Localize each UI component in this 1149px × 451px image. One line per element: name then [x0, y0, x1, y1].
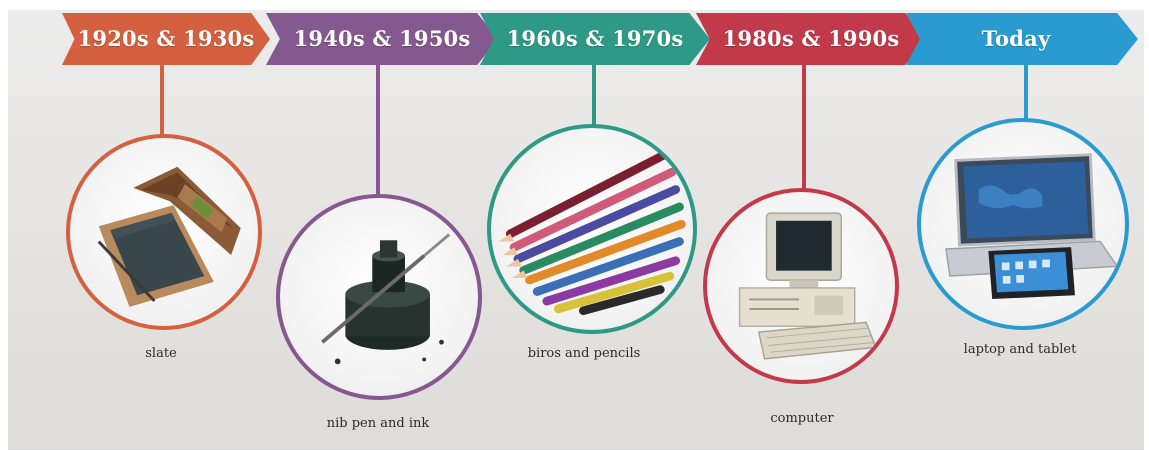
pencils-circle — [487, 124, 697, 334]
era-caption: nib pen and ink — [326, 416, 430, 431]
connector-line — [376, 62, 380, 196]
era-banner-today: Today — [906, 13, 1138, 65]
connector-line — [802, 62, 806, 192]
era-caption: slate — [145, 346, 177, 361]
era-caption: biros and pencils — [527, 346, 641, 361]
laptop-circle — [917, 118, 1129, 330]
connector-line — [592, 62, 596, 128]
slate-icon — [97, 166, 241, 307]
computer-icon — [738, 212, 877, 360]
era-label: 1920s & 1930s — [77, 25, 255, 51]
laptop-tablet-icon — [945, 153, 1119, 300]
computer-circle — [703, 188, 899, 384]
ink-bottle-icon — [321, 233, 451, 365]
era-caption: computer — [770, 411, 834, 426]
era-banner-1920s: 1920s & 1930s — [62, 13, 270, 65]
era-label: 1980s & 1990s — [722, 25, 900, 51]
ink-circle — [276, 194, 482, 400]
connector-line — [160, 62, 164, 138]
era-banner-1940s: 1940s & 1950s — [266, 13, 498, 65]
connector-line — [1024, 62, 1028, 122]
era-label: Today — [981, 25, 1051, 51]
pencils-icon — [498, 150, 686, 316]
era-banner-1980s: 1980s & 1990s — [696, 13, 926, 65]
era-label: 1960s & 1970s — [506, 25, 684, 51]
era-banner-1960s: 1960s & 1970s — [480, 13, 710, 65]
slate-circle — [66, 134, 262, 330]
era-caption: laptop and tablet — [963, 342, 1077, 357]
era-label: 1940s & 1950s — [293, 25, 471, 51]
